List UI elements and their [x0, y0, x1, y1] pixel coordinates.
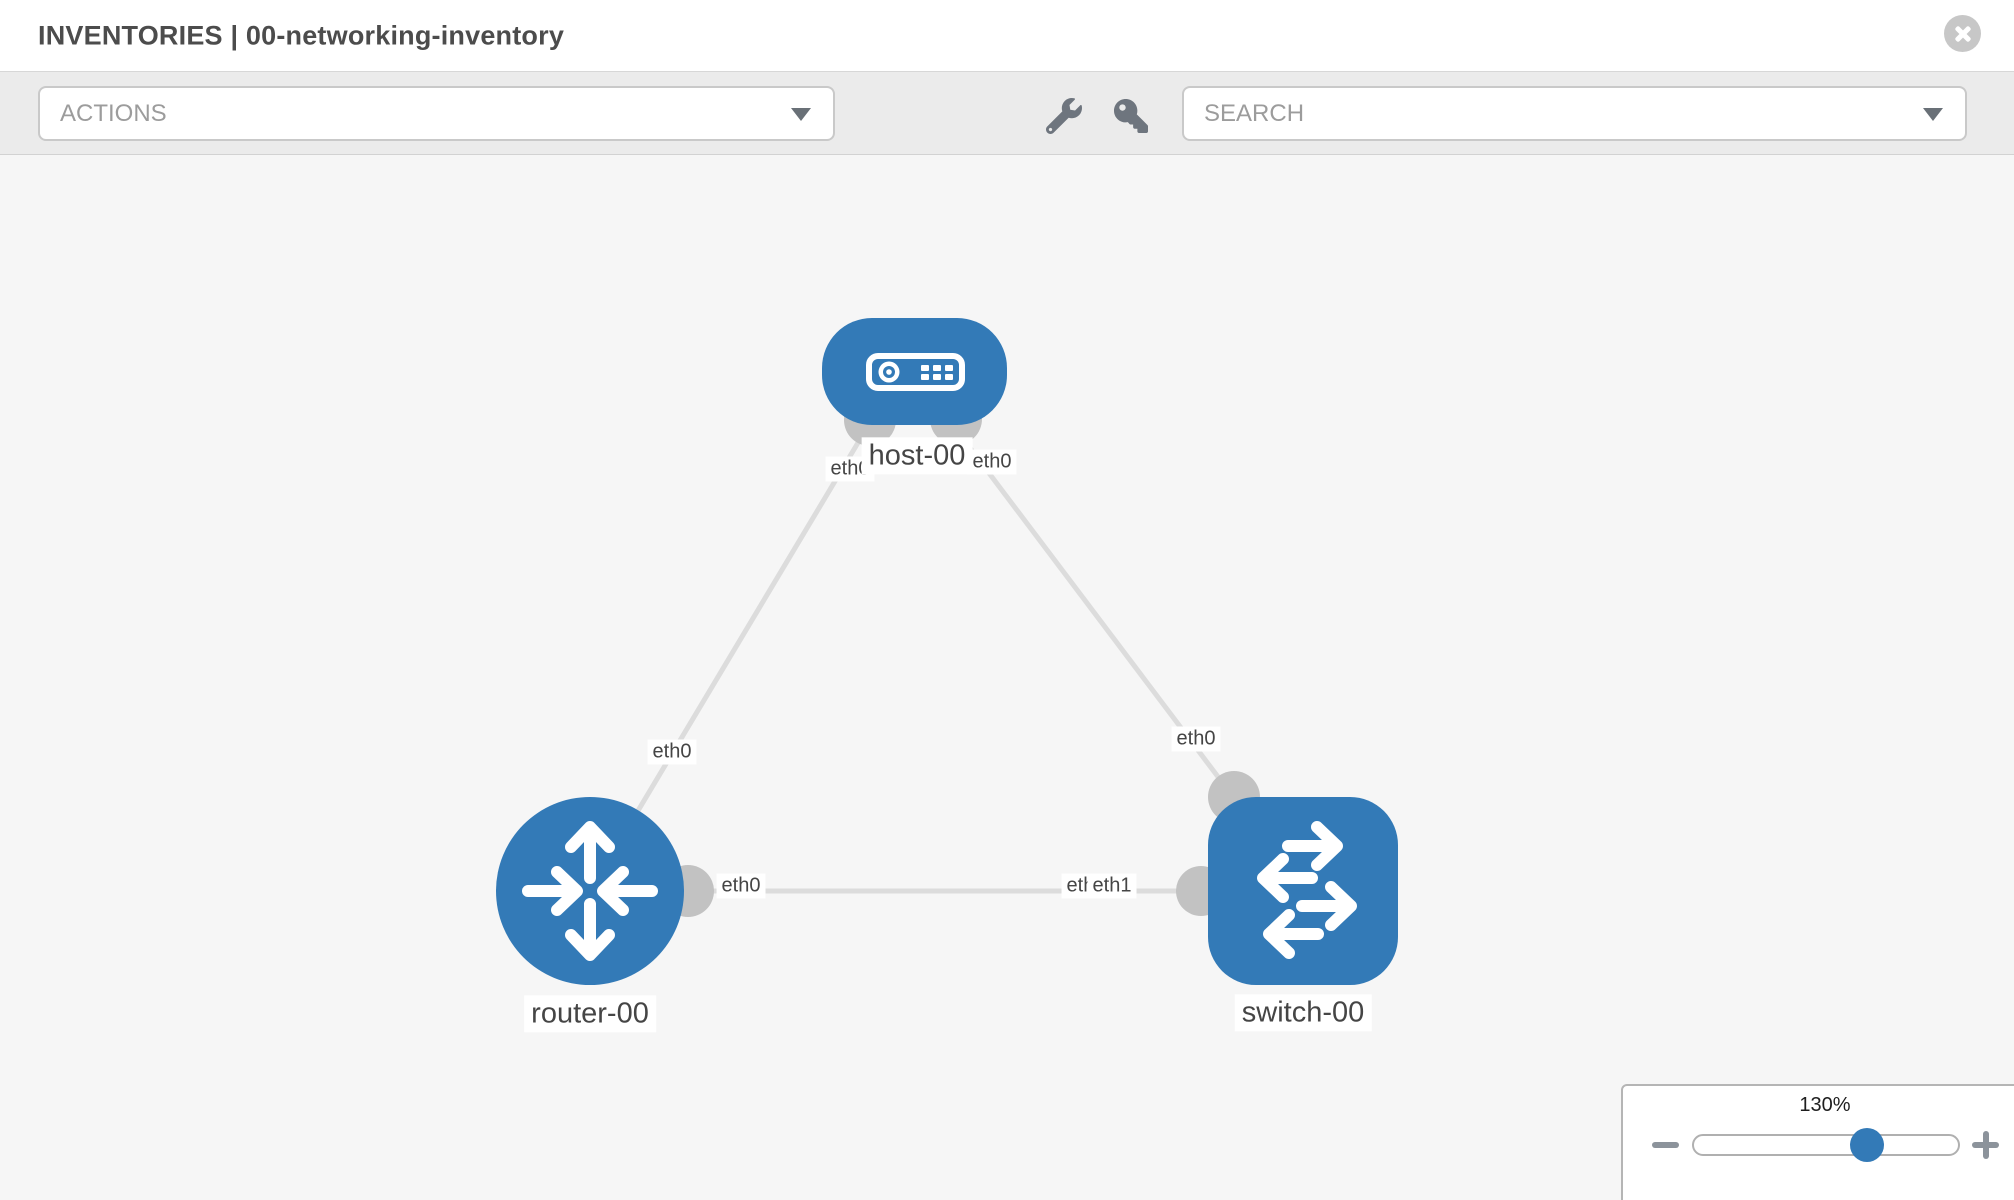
- titlebar: INVENTORIES | 00-networking-inventory: [0, 0, 2014, 71]
- wrench-glyph: [1045, 98, 1082, 135]
- zoom-level-value: 130%: [1799, 1094, 1851, 1116]
- iface-label-switch-eth1: eth1: [1087, 873, 1137, 899]
- node-label-switch-00: switch-00: [1234, 994, 1372, 1032]
- search-dropdown[interactable]: SEARCH: [1182, 86, 1967, 141]
- switch-icon: [1257, 821, 1357, 959]
- zoom-slider-handle[interactable]: [1850, 1128, 1884, 1162]
- iface-label-router-eth0-flat: eth0: [716, 873, 766, 899]
- chevron-down-icon: [1923, 107, 1943, 121]
- plus-icon[interactable]: [1972, 1131, 1999, 1159]
- iface-label-switch-eth0: eth0: [1171, 726, 1221, 752]
- router-icon: [522, 821, 658, 961]
- page-title: INVENTORIES | 00-networking-inventory: [38, 20, 565, 50]
- iface-label-host-eth0-right: eth0: [967, 449, 1017, 475]
- actions-dropdown-label: ACTIONS: [60, 99, 167, 127]
- minus-icon[interactable]: [1652, 1131, 1679, 1159]
- node-host-00[interactable]: [822, 318, 1007, 425]
- switch-node-shape[interactable]: [1208, 797, 1398, 985]
- topology-canvas[interactable]: [0, 155, 2014, 1200]
- minus-bar: [1652, 1142, 1679, 1148]
- key-icon[interactable]: [1114, 99, 1148, 138]
- node-switch-00[interactable]: [1208, 797, 1398, 985]
- zoom-panel: 130%: [1621, 1084, 2014, 1200]
- host-node-shape[interactable]: [822, 318, 1007, 425]
- key-glyph: [1114, 99, 1148, 133]
- iface-label-router-eth0-up: eth0: [647, 739, 697, 765]
- host-icon: [866, 353, 965, 391]
- node-label-host-00: host-00: [861, 437, 973, 475]
- wrench-icon[interactable]: [1045, 98, 1082, 139]
- chevron-down-icon: [791, 107, 811, 121]
- close-icon[interactable]: [1944, 15, 1981, 52]
- actions-dropdown[interactable]: ACTIONS: [38, 86, 835, 141]
- node-label-router-00: router-00: [524, 995, 656, 1033]
- zoom-slider-track[interactable]: [1692, 1128, 1960, 1162]
- node-router-00[interactable]: [496, 797, 684, 985]
- links: [587, 424, 1303, 894]
- plus-bar: [1982, 1131, 1989, 1159]
- search-dropdown-label: SEARCH: [1204, 99, 1305, 127]
- router-node-shape[interactable]: [496, 797, 684, 985]
- toolbar: ACTIONS SEARCH: [0, 71, 2014, 155]
